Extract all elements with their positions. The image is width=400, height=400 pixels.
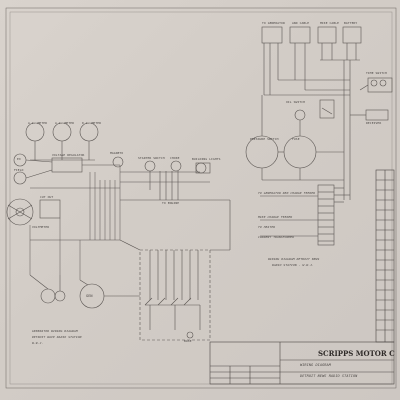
- choke-label: CHOKE: [170, 156, 180, 160]
- right-top-boxes: [261, 26, 362, 200]
- building-lights-label: BUILDING LIGHTS: [192, 157, 221, 161]
- company-heading: SCRIPPS MOTOR C: [318, 349, 395, 358]
- ac-meter-1: [25, 122, 45, 142]
- meter-label-3: D.C. METER: [82, 121, 102, 125]
- voltmeter-dial: [6, 198, 61, 226]
- meter-row: [25, 122, 99, 161]
- field-label: FIELD: [14, 168, 24, 172]
- fuse-label: FUSE: [292, 137, 300, 141]
- mike-feeder-label: MIKE CHARGE FEEDER: [258, 215, 293, 219]
- left-bus: [29, 164, 121, 280]
- title-block: [209, 169, 395, 385]
- right-caption-line-2: RADIO STATION - W.W.J.: [272, 263, 314, 267]
- sheet-inner-border: [9, 11, 393, 385]
- ex-label: EX: [17, 157, 21, 161]
- box-label-4: BATTERY: [344, 21, 358, 25]
- left-caption-line-3: W.W.J.: [32, 341, 44, 345]
- meter-label-1: A.C. METER: [28, 121, 48, 125]
- current-transformer-label: CURRENT TRANSFORMER: [258, 235, 295, 239]
- receiver-label: RECEIVER: [366, 121, 382, 125]
- box-label-1: TO GENERATOR: [262, 21, 285, 25]
- regulator-cluster: [13, 153, 83, 185]
- ac-meter-2: [52, 122, 72, 142]
- right-mid-devices: [245, 95, 344, 181]
- sheet-border: [5, 7, 397, 389]
- base-label: BASE: [184, 339, 192, 343]
- time-switch-label: TIME SWITCH: [366, 71, 387, 75]
- voltmeter-label: VOLTMETER: [32, 225, 50, 229]
- voltage-regulator-label: VOLTAGE REGULATOR: [52, 153, 85, 157]
- terminal-board: [260, 184, 350, 246]
- pressure-switch-label: PRESSURE SWITCH: [250, 137, 279, 141]
- title-block-line-2: DETROIT NEWS RADIO STATION: [300, 374, 358, 378]
- magneto-label: MAGNETO: [110, 151, 124, 155]
- starter-switch-label: STARTER SWITCH: [138, 156, 165, 160]
- top-devices: [112, 156, 211, 200]
- meter-label-2: A.C. METER: [55, 121, 75, 125]
- engine-label: TO ENGINE: [162, 201, 180, 205]
- title-block-line-1: WIRING DIAGRAM: [300, 363, 331, 367]
- lower-switchgear: [119, 199, 231, 341]
- box-label-3: MIKE CABLE: [320, 21, 340, 25]
- box-label-2: AND CABLE: [292, 21, 310, 25]
- receiver: [350, 77, 393, 121]
- heater-label: TO HEATER: [258, 225, 276, 229]
- cutout-label: CUT OUT: [40, 195, 54, 199]
- generator-feeder-label: TO GENERATOR RED CHARGE FEEDER: [258, 191, 316, 195]
- left-caption-line-1: GENERATOR WIRING DIAGRAM: [32, 329, 78, 333]
- left-caption-line-2: DETROIT WAVE RADIO STATION: [32, 335, 82, 339]
- dc-meter: [79, 122, 99, 142]
- generator-label: GEN: [86, 294, 93, 298]
- right-caption-line-1: WIRING DIAGRAM DETROIT NEWS: [268, 257, 320, 261]
- oil-switch-label: OIL SWITCH: [286, 100, 306, 104]
- generator: [29, 274, 140, 309]
